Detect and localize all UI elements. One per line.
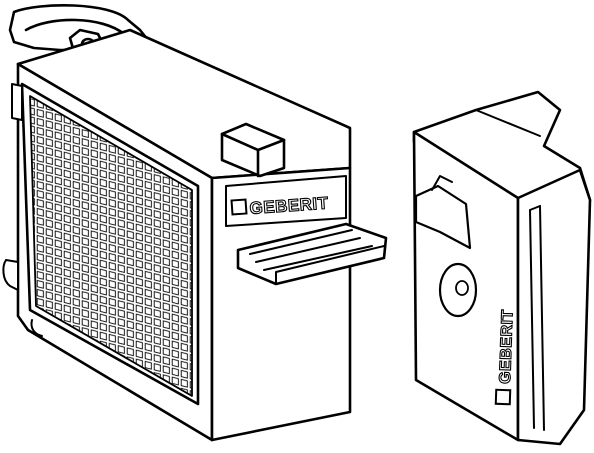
cover-front-face: [516, 168, 592, 446]
mesh-grille-icon: [29, 95, 193, 397]
geberit-square-logo-icon: [230, 198, 248, 216]
geberit-square-logo-icon: [494, 388, 512, 406]
side-cover: [412, 90, 592, 446]
pull-handle: [236, 222, 388, 286]
cover-brand: GEBERIT: [494, 308, 517, 406]
side-clip: [11, 83, 23, 121]
front-unit: [2, 3, 388, 442]
top-latch: [220, 122, 286, 178]
cover-notch: [414, 184, 472, 250]
cover-brand-text: GEBERIT: [497, 309, 517, 384]
label-plate: [225, 175, 347, 227]
